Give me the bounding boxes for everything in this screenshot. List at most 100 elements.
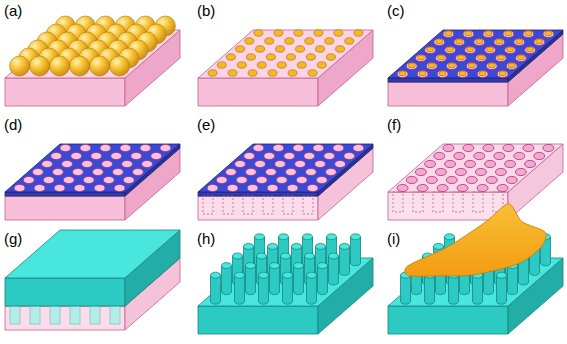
pillar-edge [400, 275, 401, 301]
porous-template-top [388, 144, 563, 192]
pillar-edge [243, 246, 244, 272]
process-step-drawing [388, 30, 563, 106]
gold-dot [517, 55, 524, 60]
pillar-edge [244, 275, 245, 301]
mask-hole [495, 54, 506, 61]
mask-hole [483, 30, 494, 37]
gold-dot [466, 47, 473, 52]
porous-template-front [5, 306, 125, 330]
mask-hole [434, 38, 445, 45]
pillar-edge [254, 237, 255, 263]
mask-hole [82, 160, 93, 167]
mask-hole [446, 62, 457, 69]
mask-hole [275, 160, 286, 167]
pillar-edge [517, 266, 518, 292]
pillar-top [270, 263, 280, 269]
mask-layer-front [198, 192, 318, 196]
pillar-edge [268, 275, 269, 301]
gold-dot [417, 55, 424, 60]
gold-dot [525, 31, 532, 36]
mask-hole [503, 30, 514, 37]
template-pore [483, 144, 494, 151]
template-pore [426, 176, 437, 183]
mask-hole [235, 160, 246, 167]
mask-hole [111, 152, 122, 159]
gold-dot [257, 62, 266, 68]
mask-hole [406, 62, 417, 69]
gold-dot [516, 39, 523, 44]
pillar-edge [326, 237, 327, 263]
mask-hole [477, 70, 488, 77]
pillar-top [292, 243, 302, 249]
template-pore [434, 152, 445, 159]
gold-dot [446, 47, 453, 52]
template-pore [515, 168, 526, 175]
pore-outline [473, 192, 483, 212]
template-pore [477, 184, 488, 191]
process-step-drawing [5, 144, 180, 220]
mask-layer-top [388, 30, 563, 78]
pillar-edge [210, 275, 211, 301]
gold-dot [208, 70, 217, 76]
pillar-edge [245, 266, 246, 292]
mask-hole [32, 168, 43, 175]
pillar-top [327, 234, 337, 240]
panel-letter: (c) [387, 3, 405, 18]
gold-dot [506, 47, 513, 52]
gold-dot [306, 54, 315, 60]
mask-hole [131, 152, 142, 159]
pillar-edge [506, 275, 507, 301]
process-step-drawing [198, 30, 373, 106]
gold-dot [237, 62, 246, 68]
mask-layer-front [388, 78, 508, 82]
pore-outline [90, 306, 100, 324]
mask-hole [497, 70, 508, 77]
pillar-edge [472, 275, 473, 301]
pillar-top [294, 263, 304, 269]
panel-letter: (i) [387, 231, 400, 246]
mask-hole [264, 152, 275, 159]
template-pore [457, 184, 468, 191]
colloid-sphere [110, 56, 130, 76]
pillar-top [281, 253, 291, 259]
gold-dot [354, 30, 363, 36]
gold-dot [316, 46, 325, 52]
process-step-drawing [388, 144, 563, 220]
gold-dot [445, 31, 452, 36]
pillar-top [316, 243, 326, 249]
template-pore [463, 144, 474, 151]
pillar-body [222, 266, 232, 292]
process-step-drawing [5, 230, 180, 330]
substrate-front [5, 78, 125, 106]
substrate-top [198, 30, 373, 78]
template-pore [475, 168, 486, 175]
mask-hole [397, 70, 408, 77]
template-pore [495, 168, 506, 175]
gold-dot [217, 62, 226, 68]
pillar-edge [410, 275, 411, 301]
pillar-top [305, 253, 315, 259]
mask-hole [505, 46, 516, 53]
pillar-top [235, 272, 245, 278]
pillar-edge [448, 275, 449, 301]
template-pore [474, 152, 485, 159]
mask-hole [52, 168, 63, 175]
mask-hole [435, 54, 446, 61]
pillar-body [401, 275, 411, 301]
colloid-sphere [70, 56, 90, 76]
substrate-front [5, 196, 125, 220]
pillar-body [497, 275, 507, 301]
gold-dot [326, 54, 335, 60]
pore-outline [50, 306, 60, 324]
gold-dot [436, 39, 443, 44]
gold-dot [508, 63, 515, 68]
panel-letter: (g) [4, 231, 22, 246]
pillar-body [235, 275, 245, 301]
mask-hole [506, 62, 517, 69]
gold-dot [248, 70, 257, 76]
gold-dot [526, 47, 533, 52]
pillar-edge [278, 237, 279, 263]
template-pore [505, 160, 516, 167]
pillar-edge [304, 256, 305, 282]
pillar-edge [350, 237, 351, 263]
